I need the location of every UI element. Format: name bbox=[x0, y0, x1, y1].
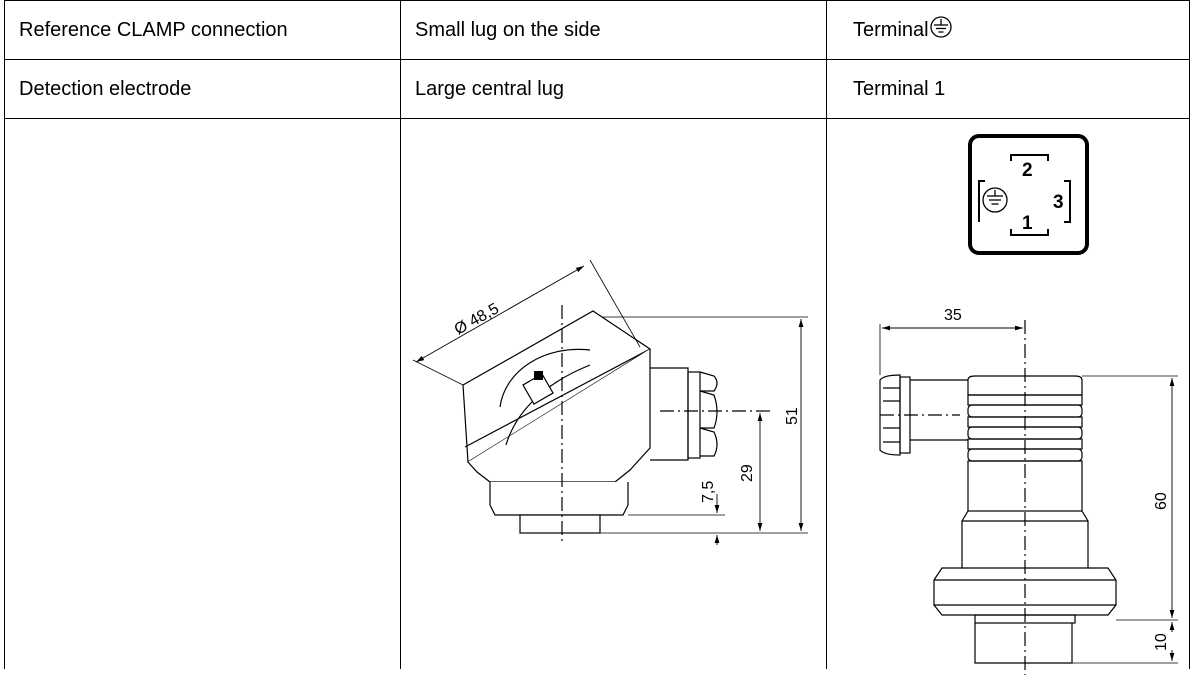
terminal-cell: Terminal 1 bbox=[826, 59, 1190, 119]
terminal-label: Terminal bbox=[853, 18, 929, 41]
function-cell: Detection electrode bbox=[4, 59, 401, 119]
empty-cell bbox=[4, 118, 401, 669]
location-cell: Small lug on the side bbox=[400, 0, 827, 60]
function-cell: Reference CLAMP connection bbox=[4, 0, 401, 60]
ground-icon bbox=[929, 16, 952, 38]
drawing-row bbox=[4, 118, 1190, 669]
location-cell: Large central lug bbox=[400, 59, 827, 119]
table-row: Reference CLAMP connection Small lug on … bbox=[4, 0, 1190, 60]
terminal-cell: Terminal bbox=[826, 0, 1190, 60]
connection-table: Reference CLAMP connection Small lug on … bbox=[4, 0, 1190, 669]
connector-drawing-cell bbox=[826, 118, 1190, 669]
head-drawing-cell bbox=[400, 118, 827, 669]
table-row: Detection electrode Large central lug Te… bbox=[4, 59, 1190, 119]
terminal-label: Terminal 1 bbox=[853, 77, 946, 100]
